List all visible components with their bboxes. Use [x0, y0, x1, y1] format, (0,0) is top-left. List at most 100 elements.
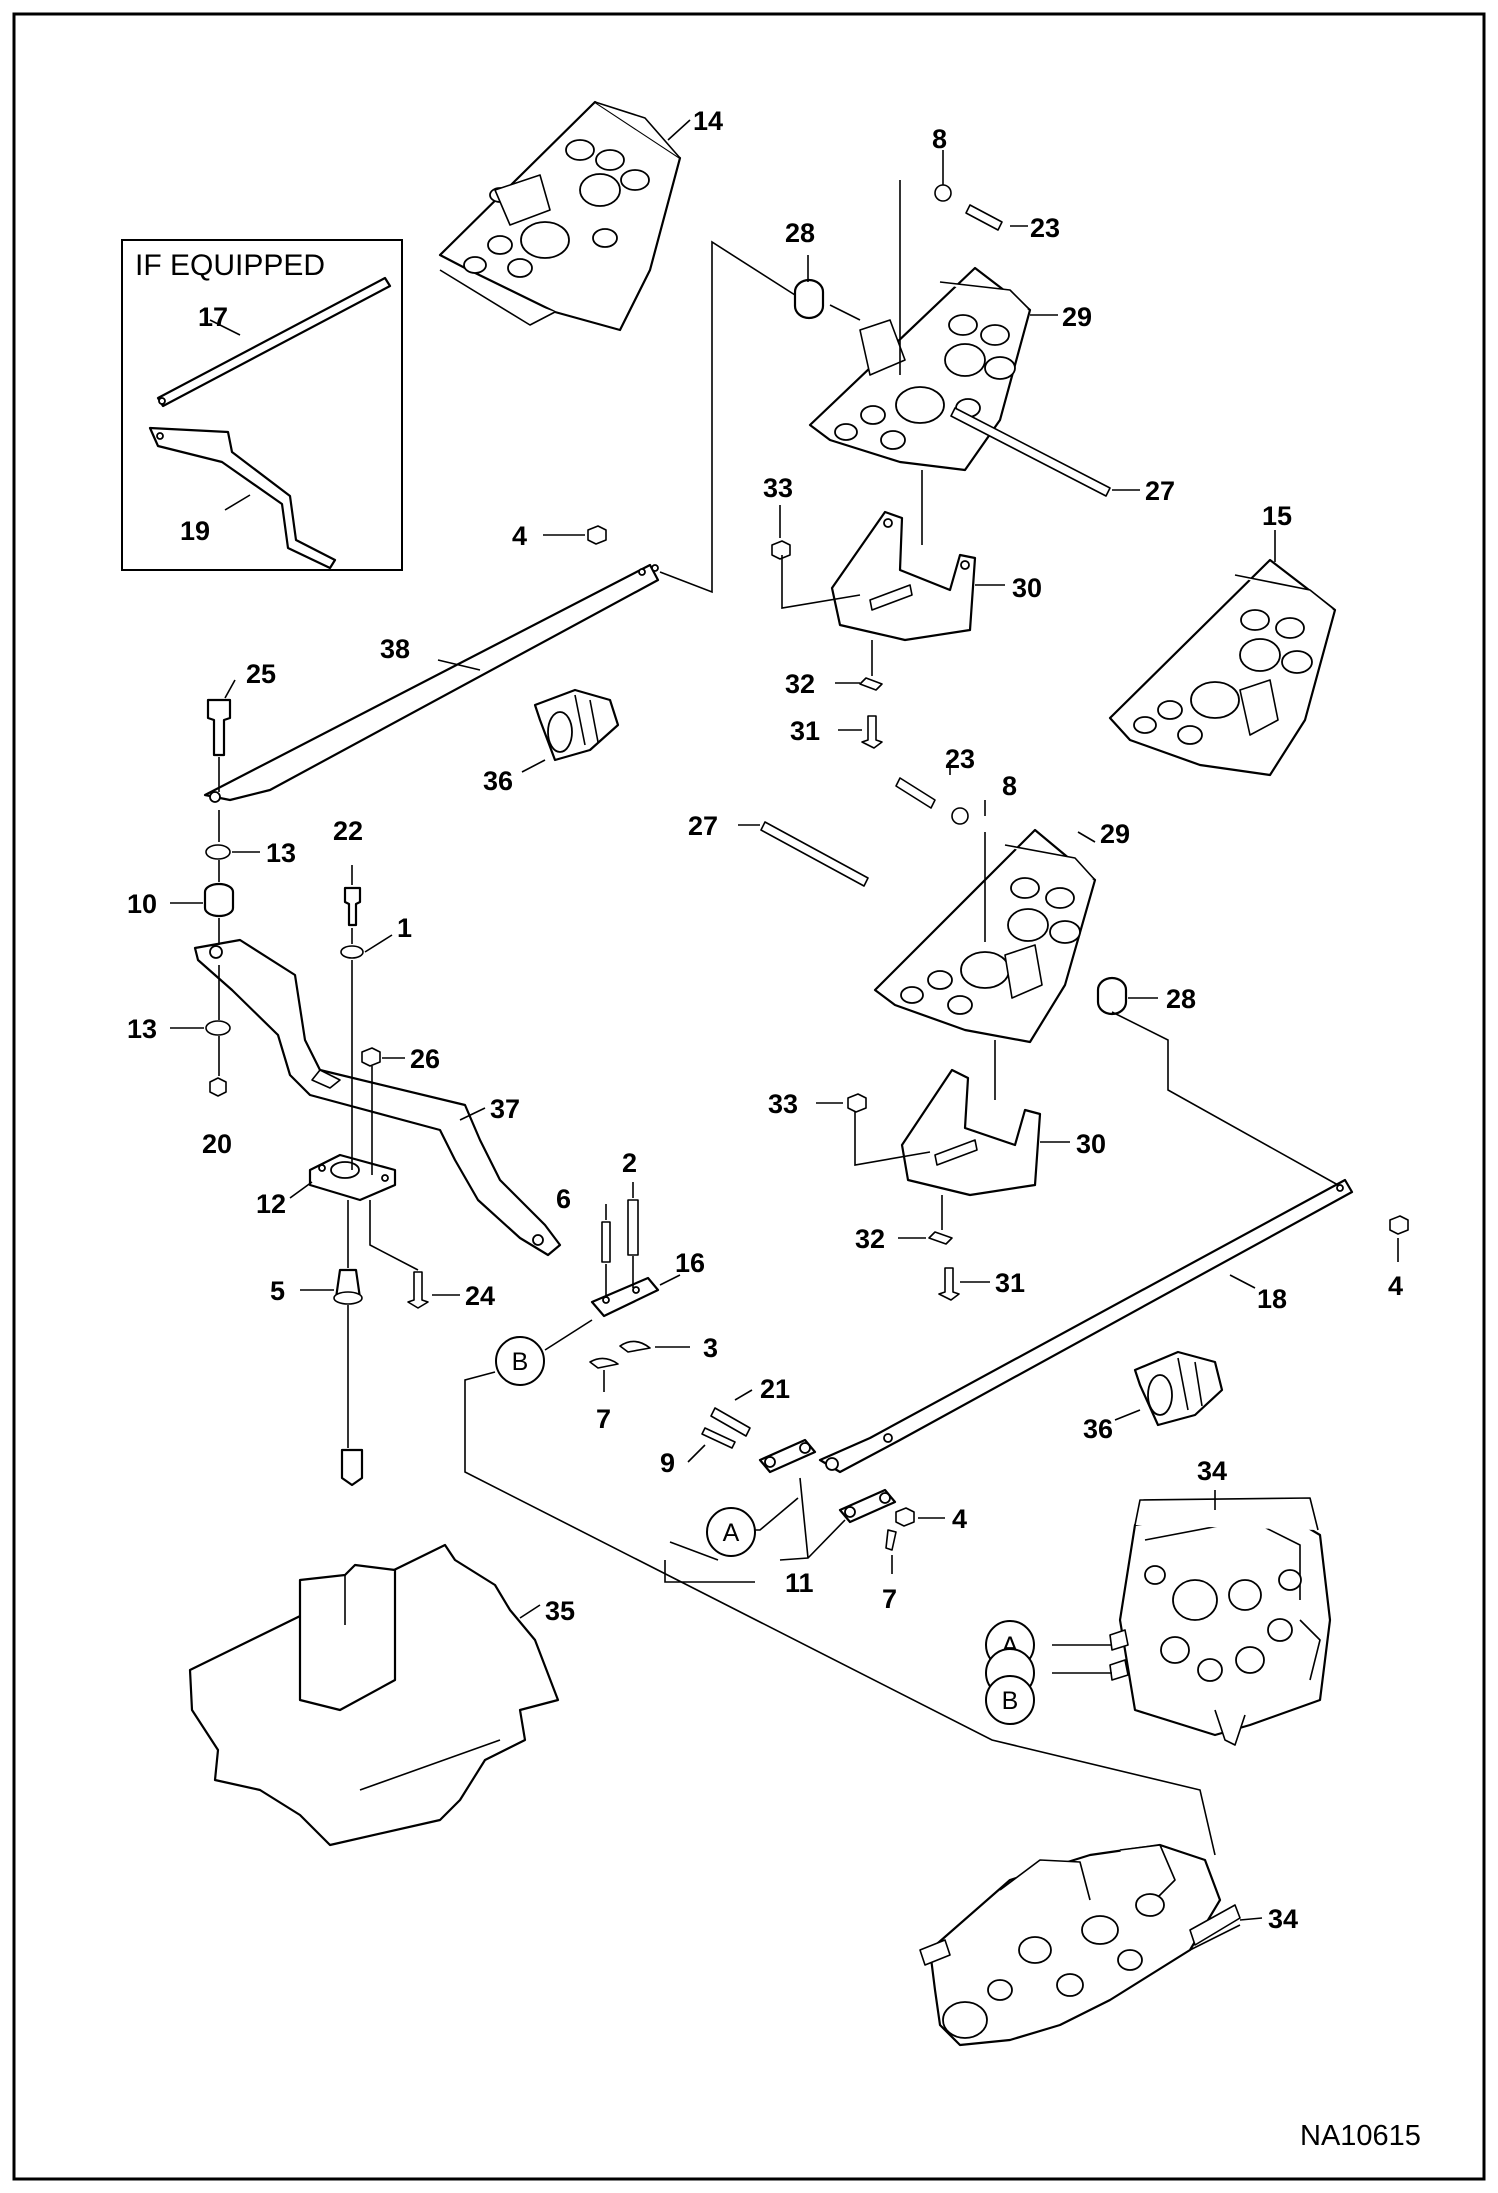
- callout-38: 38: [380, 634, 410, 664]
- callout-36a: 36: [483, 766, 513, 796]
- callout-13a: 13: [266, 838, 296, 868]
- callout-4a: 4: [512, 521, 527, 551]
- pin-27-upper: [950, 407, 1111, 497]
- callout-13b: 13: [127, 1014, 157, 1044]
- nut-4-right: [1389, 1215, 1409, 1235]
- pin-27-lower: [760, 821, 869, 887]
- inset-label: IF EQUIPPED: [135, 249, 325, 282]
- plate-12: [308, 1153, 397, 1202]
- svg-text:B: B: [1002, 1687, 1019, 1715]
- callout-2: 2: [622, 1148, 637, 1178]
- washer-8-lower: [951, 807, 969, 825]
- washer-1: [340, 945, 364, 959]
- callout-29b: 29: [1100, 819, 1130, 849]
- callout-33a: 33: [763, 473, 793, 503]
- callout-31a: 31: [790, 716, 820, 746]
- clip-32-upper: [859, 677, 883, 691]
- nut-26: [361, 1047, 381, 1067]
- callout-17: 17: [198, 302, 228, 332]
- ref-bubble-b-right-text: B: [985, 1675, 1035, 1725]
- boot-36-lower: [1133, 1350, 1224, 1427]
- callout-12: 12: [256, 1189, 286, 1219]
- cotter-pin-7-lower: [885, 1529, 897, 1551]
- pin-9: [701, 1427, 736, 1449]
- callout-14: 14: [693, 106, 723, 136]
- bolt-23-upper: [965, 204, 1003, 231]
- page-frame: [12, 12, 1486, 2181]
- clevis-16: [590, 1276, 660, 1318]
- callout-34a: 34: [1197, 1456, 1227, 1486]
- callout-27b: 27: [688, 811, 718, 841]
- callout-36b: 36: [1083, 1414, 1113, 1444]
- bushing-28-upper: [793, 278, 825, 320]
- bolt-23-lower: [895, 777, 936, 809]
- callout-28b: 28: [1166, 984, 1196, 1014]
- rod-18: [818, 1178, 1354, 1474]
- rod-17-inset: [156, 276, 392, 408]
- callout-21: 21: [760, 1374, 790, 1404]
- bushing-10: [203, 882, 235, 918]
- ref-bubble-a-left: A: [706, 1507, 756, 1557]
- callout-29a: 29: [1062, 302, 1092, 332]
- pin-6: [601, 1221, 611, 1263]
- svg-text:B: B: [512, 1348, 529, 1376]
- callout-25: 25: [246, 659, 276, 689]
- callout-33b: 33: [768, 1089, 798, 1119]
- callout-23a: 23: [1030, 213, 1060, 243]
- rod-38: [203, 563, 660, 802]
- callout-5: 5: [270, 1276, 285, 1306]
- callout-11: 11: [785, 1568, 814, 1598]
- callout-28a: 28: [785, 218, 815, 248]
- nut-33-lower: [847, 1093, 867, 1113]
- cotter-pin-3: [619, 1340, 651, 1353]
- callout-22: 22: [333, 816, 363, 846]
- leader-lines: [170, 119, 1399, 1921]
- control-valve-34-upper: [1109, 1497, 1332, 1746]
- callout-18: 18: [1257, 1284, 1287, 1314]
- ref-bubble-b-left: B: [495, 1336, 545, 1386]
- clip-32-lower: [928, 1231, 953, 1245]
- bolt-31-upper: [861, 715, 883, 749]
- callout-1: 1: [397, 913, 412, 943]
- callout-3: 3: [703, 1333, 718, 1363]
- callout-32a: 32: [785, 669, 815, 699]
- washer-13-lower: [205, 1020, 231, 1036]
- callout-4c: 4: [1388, 1271, 1403, 1301]
- drawing-number: NA10615: [1300, 2120, 1421, 2152]
- bolt-22: [343, 886, 362, 927]
- washer-13-upper: [205, 844, 231, 860]
- lever-37: [193, 938, 562, 1257]
- callout-24: 24: [465, 1281, 495, 1311]
- callout-7a: 7: [596, 1404, 611, 1434]
- callout-8a: 8: [932, 124, 947, 154]
- callout-35: 35: [545, 1596, 575, 1626]
- callout-15: 15: [1262, 501, 1292, 531]
- bracket-30-upper: [830, 510, 977, 642]
- callout-20: 20: [202, 1129, 232, 1159]
- nut-33-upper: [771, 540, 791, 560]
- washer-8-upper: [934, 184, 952, 202]
- bracket-30-lower: [900, 1068, 1042, 1197]
- callout-26: 26: [410, 1044, 440, 1074]
- pedal-14: [438, 100, 682, 332]
- callout-9: 9: [660, 1448, 675, 1478]
- pin-2: [627, 1199, 639, 1256]
- callout-19: 19: [180, 516, 210, 546]
- callout-8b: 8: [1002, 771, 1017, 801]
- bushing-28-lower: [1096, 976, 1128, 1016]
- callout-31b: 31: [995, 1268, 1025, 1298]
- callout-4b: 4: [952, 1504, 967, 1534]
- nut-4-upper: [587, 525, 607, 545]
- bolt-31-lower: [938, 1267, 960, 1301]
- cotter-pin-7-upper: [589, 1357, 619, 1369]
- callout-34b: 34: [1268, 1904, 1298, 1934]
- callout-16: 16: [675, 1248, 705, 1278]
- bracket-19-inset: [148, 426, 337, 570]
- svg-text:A: A: [723, 1519, 740, 1547]
- boot-36-upper: [533, 688, 620, 762]
- inset-box: IF EQUIPPED: [121, 239, 403, 571]
- callout-30a: 30: [1012, 573, 1042, 603]
- nut-20: [209, 1077, 227, 1097]
- callout-30b: 30: [1076, 1129, 1106, 1159]
